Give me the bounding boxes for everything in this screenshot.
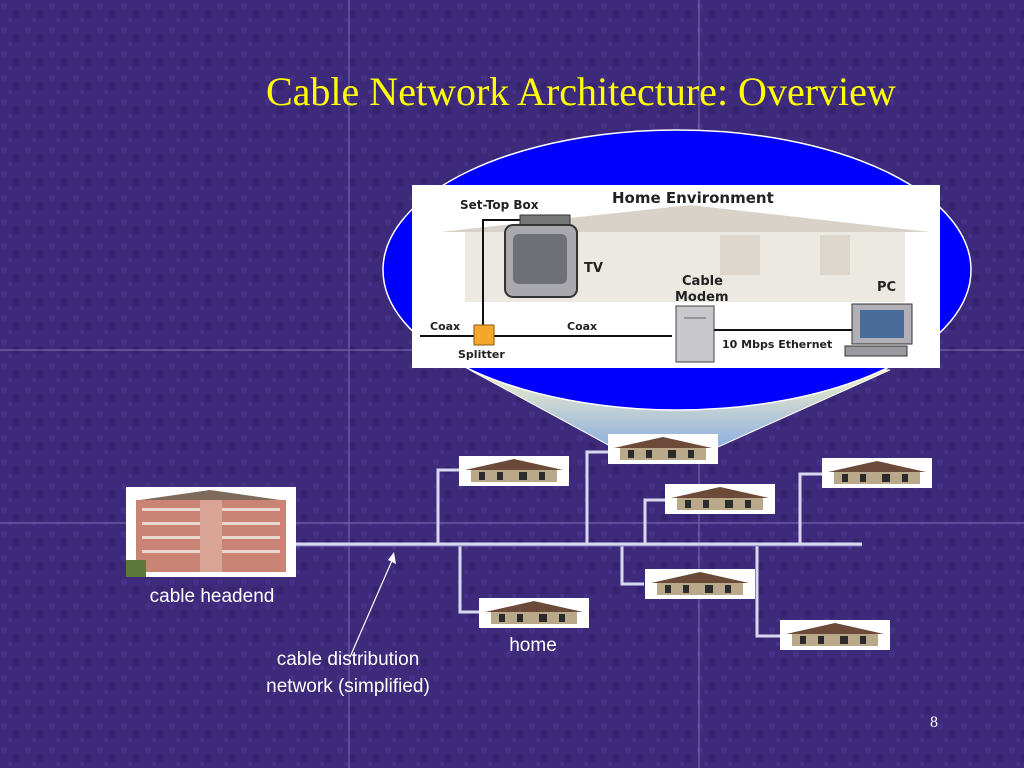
headend-building-image bbox=[126, 487, 296, 577]
headend-label: cable headend bbox=[149, 586, 275, 607]
cable-modem-label-2: Modem bbox=[675, 290, 729, 305]
splitter-label: Splitter bbox=[458, 348, 505, 361]
distribution-label-line1: cable distribution bbox=[276, 649, 420, 670]
cable-modem-label-1: Cable bbox=[682, 274, 723, 289]
tv-label: TV bbox=[584, 261, 603, 276]
home-house-7 bbox=[780, 620, 890, 650]
home-house-1 bbox=[459, 456, 569, 486]
coax-left-label: Coax bbox=[430, 320, 460, 333]
ethernet-label: 10 Mbps Ethernet bbox=[722, 338, 832, 351]
home-house-5 bbox=[479, 598, 589, 628]
set-top-box-label: Set-Top Box bbox=[460, 198, 539, 212]
page-number: 8 bbox=[930, 714, 938, 731]
home-house-6 bbox=[645, 569, 755, 599]
distribution-label-line2: network (simplified) bbox=[266, 676, 430, 697]
home-environment-panel: Home Environment Set-Top Box TV Cable Mo… bbox=[412, 185, 940, 368]
distribution-network bbox=[296, 450, 862, 638]
home-house-2 bbox=[608, 434, 718, 464]
pc-label: PC bbox=[877, 280, 896, 295]
coax-right-label: Coax bbox=[567, 320, 597, 333]
home-env-heading: Home Environment bbox=[612, 189, 774, 207]
home-house-3 bbox=[665, 484, 775, 514]
home-house-4 bbox=[822, 458, 932, 488]
slide-title: Cable Network Architecture: Overview bbox=[266, 69, 896, 114]
distribution-pointer-arrow bbox=[349, 555, 395, 658]
home-label: home bbox=[509, 635, 557, 656]
